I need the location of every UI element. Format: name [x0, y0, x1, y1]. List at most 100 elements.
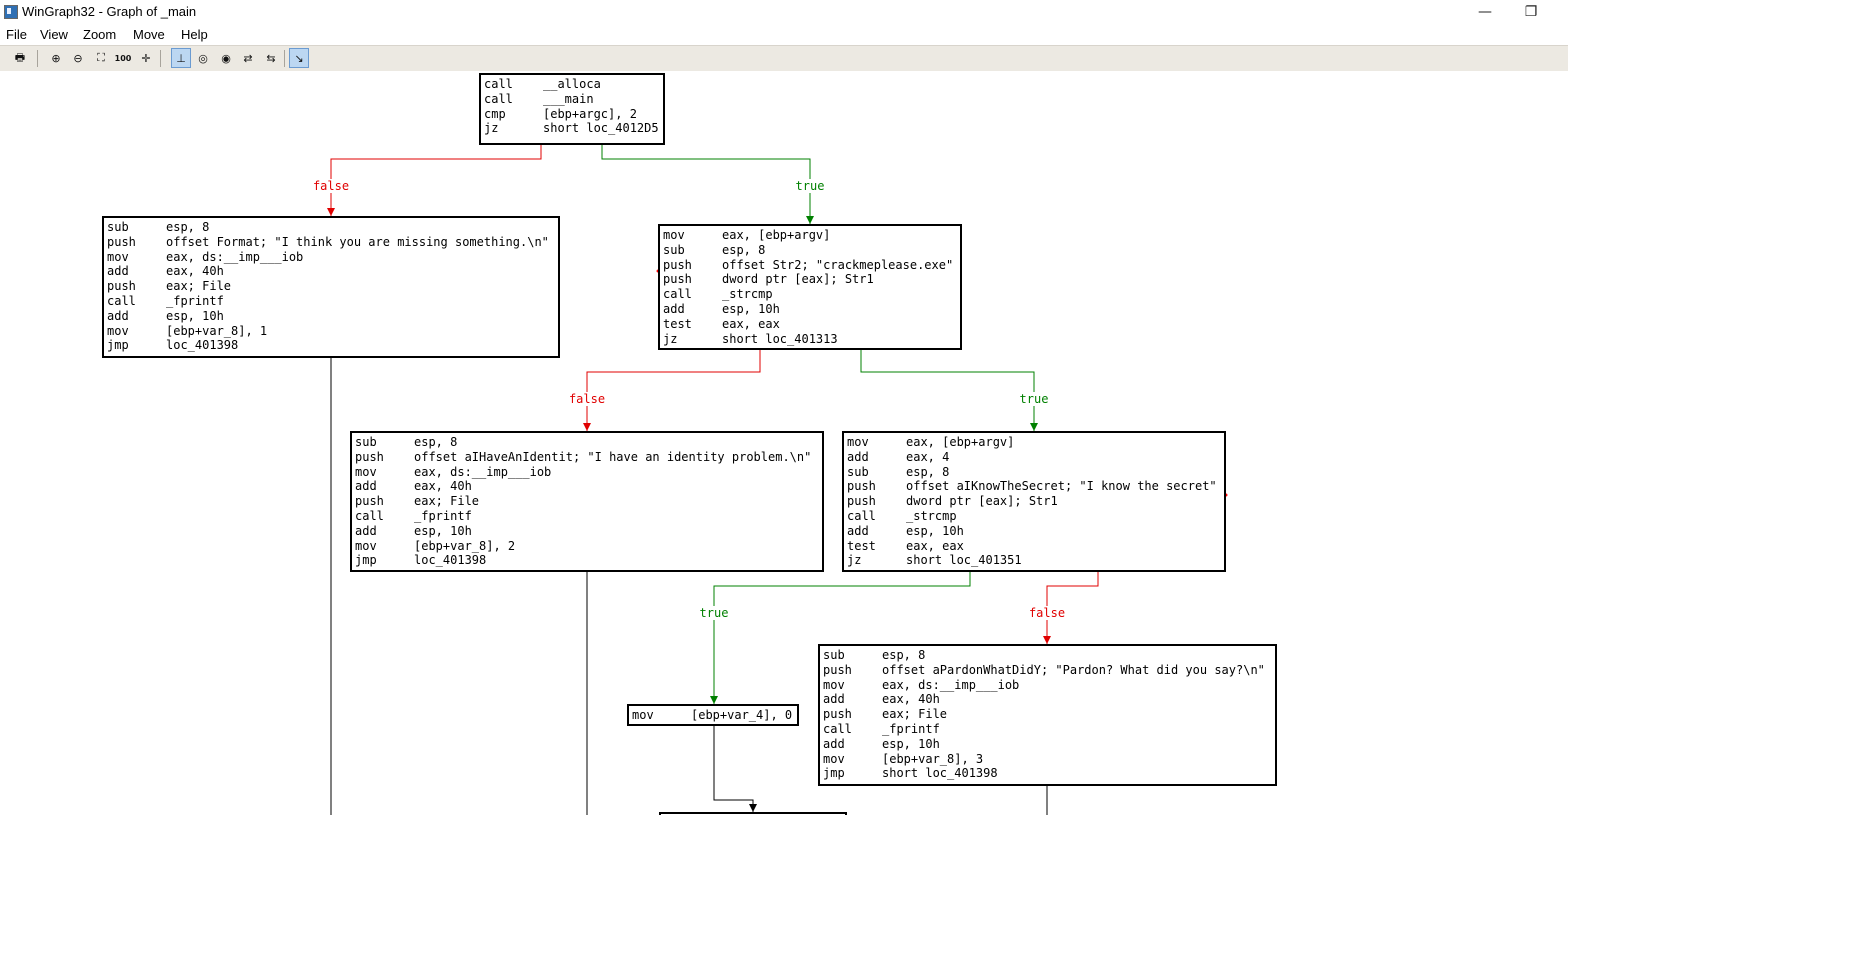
asm-line: call_strcmp [847, 509, 1221, 524]
asm-mnemonic: call [484, 91, 513, 106]
title-bar: WinGraph32 - Graph of _main — ❐ [0, 0, 1568, 24]
asm-mnemonic: push [355, 449, 384, 464]
asm-operands: eax, 4 [906, 449, 950, 464]
zoom-100-icon[interactable]: 100 [114, 53, 132, 63]
toolbar: 🖶 ⊕ ⊖ ⛶ 100 ✛ ⊥ ◎ ◉ ⇄ ⇆ ↘ [0, 45, 1568, 72]
asm-mnemonic: test [847, 538, 876, 553]
edge-e1-arrowhead [327, 208, 335, 216]
asm-operands: offset Format; "I think you are missing … [166, 234, 549, 249]
asm-operands: eax, [ebp+argv] [722, 228, 831, 242]
scroll-mode-icon[interactable]: ⊥ [171, 48, 191, 68]
edge-e4-arrowhead [1030, 423, 1038, 431]
asm-mnemonic: sub [663, 242, 685, 257]
menu-zoom[interactable]: Zoom [83, 27, 117, 42]
move-crosshair-icon[interactable]: ✛ [141, 51, 151, 65]
asm-line: cmp[ebp+argc], 2 [484, 107, 660, 122]
asm-operands: esp, 8 [166, 220, 210, 234]
asm-mnemonic: add [847, 449, 869, 464]
asm-mnemonic: mov [823, 751, 845, 766]
asm-line: call_fprintf [823, 722, 1272, 737]
menu-view[interactable]: View [40, 27, 68, 42]
asm-mnemonic: call [107, 293, 136, 308]
layout-icon[interactable]: ⇄ [243, 51, 253, 65]
asm-operands: esp, 10h [166, 308, 224, 323]
asm-operands: [ebp+var_8], 1 [166, 323, 268, 338]
app-icon [4, 5, 18, 19]
asm-operands: offset aIHaveAnIdentit; "I have an ident… [414, 449, 812, 464]
asm-mnemonic: add [663, 301, 685, 316]
arrange-icon[interactable]: ⇆ [266, 51, 276, 65]
zoom-out-icon[interactable]: ⊖ [73, 51, 83, 65]
asm-line: mov[ebp+var_8], 1 [107, 324, 555, 339]
asm-operands: _fprintf [414, 508, 472, 523]
graph-node-n6[interactable]: mov[ebp+var_4], 0 [627, 704, 799, 726]
asm-operands: short loc_401398 [882, 766, 998, 781]
edge-label-e1: false [311, 179, 351, 193]
edge-e5 [713, 572, 971, 704]
toolbar-separator [284, 50, 285, 67]
edge-e3 [586, 350, 761, 431]
asm-mnemonic: call [355, 508, 384, 523]
asm-mnemonic: push [355, 494, 384, 509]
menu-move[interactable]: Move [133, 27, 165, 42]
fit-window-icon[interactable]: ⛶ [97, 51, 105, 64]
asm-line: mov[ebp+var_8], 3 [823, 752, 1272, 767]
edge-e2-arrowhead [806, 216, 814, 224]
asm-line: mov[ebp+var_4], 0 [632, 708, 794, 723]
print-icon[interactable]: 🖶 [14, 50, 26, 64]
edge-e1 [330, 145, 542, 216]
asm-mnemonic: push [823, 707, 852, 722]
asm-mnemonic: mov [355, 538, 377, 553]
asm-operands: loc_401398 [414, 553, 487, 568]
edge-e2 [601, 145, 811, 224]
magnifier-icon[interactable]: ◎ [198, 51, 208, 65]
asm-operands: eax, ds:__imp___iob [882, 677, 1020, 692]
menu-file[interactable]: File [6, 27, 27, 42]
asm-operands: dword ptr [eax]; Str1 [722, 272, 874, 287]
asm-mnemonic: push [663, 272, 692, 287]
asm-operands: short loc_401313 [722, 331, 838, 346]
asm-operands: __alloca [543, 77, 601, 91]
asm-operands: eax, ds:__imp___iob [414, 464, 552, 479]
asm-line: call___main [484, 92, 660, 107]
asm-operands: eax; File [882, 707, 948, 722]
globe-icon[interactable]: ◉ [221, 51, 231, 65]
minimize-button[interactable]: — [1478, 4, 1492, 20]
asm-line: add esp, 10h [663, 302, 957, 317]
edge-n6-next-arrowhead [749, 804, 757, 812]
edge-label-e6: false [1027, 606, 1067, 620]
asm-mnemonic: add [107, 308, 129, 323]
asm-operands: _strcmp [722, 287, 773, 302]
select-arrow-icon[interactable]: ↘ [289, 48, 309, 68]
asm-mnemonic: jz [663, 331, 678, 346]
asm-operands: esp, 8 [414, 435, 458, 449]
restore-button[interactable]: ❐ [1524, 4, 1538, 20]
menu-help[interactable]: Help [181, 27, 208, 42]
asm-operands: eax, 40h [414, 479, 472, 494]
asm-operands: esp, 8 [722, 242, 766, 257]
graph-node-partial[interactable] [659, 812, 847, 815]
asm-mnemonic: jmp [107, 338, 129, 353]
asm-operands: esp, 10h [722, 301, 780, 316]
zoom-in-icon[interactable]: ⊕ [51, 51, 61, 65]
asm-line: call__alloca [484, 77, 660, 92]
